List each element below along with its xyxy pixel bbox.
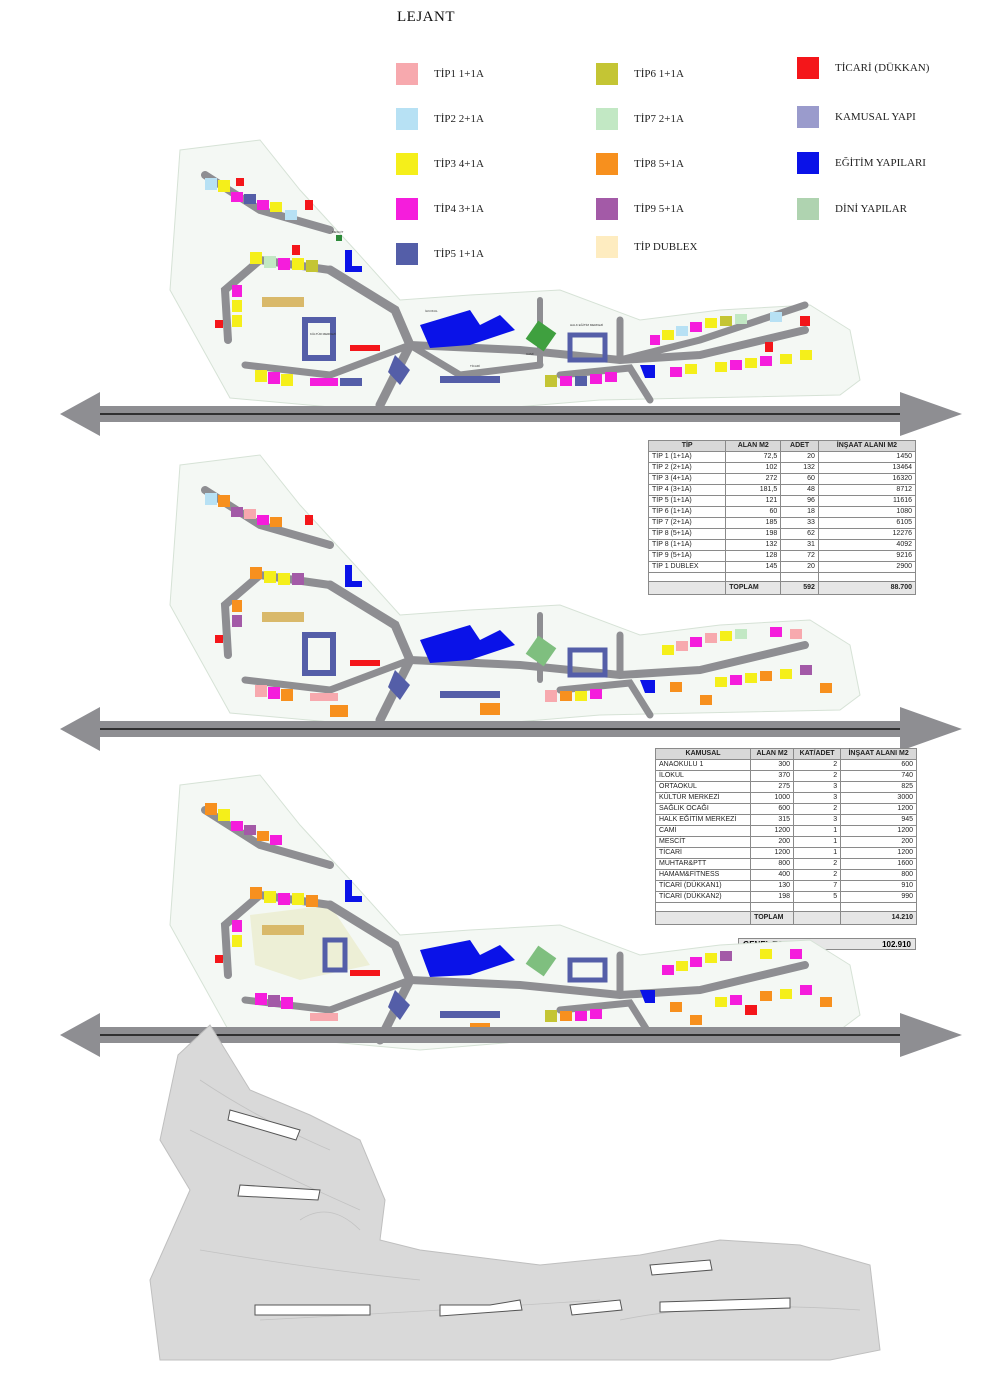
legend-item: TİP1 1+1A <box>396 63 484 85</box>
legend-item: TİP5 1+1A <box>396 243 484 265</box>
site-plan-1: MESCİT İLKOKUL KÜLTÜR MERKEZİ CAMİ HALK … <box>60 139 962 436</box>
legend-item: TİP9 5+1A <box>596 198 684 220</box>
public-buildings <box>302 235 655 385</box>
legend-label: KAMUSAL YAPI <box>835 111 916 123</box>
legend-label: EĞİTİM YAPILARI <box>835 157 926 169</box>
legend-item: KAMUSAL YAPI <box>797 106 916 128</box>
site-plan-grey <box>149 1024 881 1361</box>
legend-label: TİP3 4+1A <box>434 158 484 170</box>
public-table-total: TOPLAM 14.210 <box>654 911 917 925</box>
legend-label: TİP9 5+1A <box>634 203 684 215</box>
site-plan-3 <box>60 774 962 1057</box>
legend-label: TİP6 1+1A <box>634 68 684 80</box>
plan-label-cami: CAMİ <box>526 351 534 356</box>
legend-swatch <box>797 106 819 128</box>
plan-label-ticari: TİCARİ <box>470 363 480 368</box>
legend-item: TİP DUBLEX <box>596 236 697 258</box>
plan-label-ilkokul: İLKOKUL <box>425 308 438 313</box>
housing-table-total: TOPLAM 592 88.700 <box>647 581 917 595</box>
legend-swatch <box>596 153 618 175</box>
main-road-arrow <box>60 392 962 436</box>
legend-item: TİP2 2+1A <box>396 108 484 130</box>
legend-item: TİP8 5+1A <box>596 153 684 175</box>
legend-label: TİP5 1+1A <box>434 248 484 260</box>
legend-label: TİP7 2+1A <box>634 113 684 125</box>
site-plan-1-labels: MESCİT İLKOKUL KÜLTÜR MERKEZİ CAMİ HALK … <box>310 229 603 368</box>
plan-label-mescit: MESCİT <box>332 229 344 234</box>
plan-label-kultur: KÜLTÜR MERKEZİ <box>310 331 336 336</box>
legend-swatch <box>596 198 618 220</box>
units-row <box>205 178 812 387</box>
legend-swatch <box>396 63 418 85</box>
legend-label: TİCARİ (DÜKKAN) <box>835 62 930 74</box>
legend-swatch <box>797 152 819 174</box>
legend-swatch <box>797 198 819 220</box>
legend-item: EĞİTİM YAPILARI <box>797 152 926 174</box>
plan-label-halk: HALK EĞİTİM MERKEZİ <box>570 322 603 327</box>
legend-swatch <box>596 108 618 130</box>
legend-item: TİP4 3+1A <box>396 198 484 220</box>
legend-item: TİCARİ (DÜKKAN) <box>797 57 929 79</box>
legend-swatch <box>396 108 418 130</box>
legend-label: DİNİ YAPILAR <box>835 203 908 215</box>
legend-swatch <box>396 153 418 175</box>
legend-label: TİP2 2+1A <box>434 113 484 125</box>
legend-item: TİP3 4+1A <box>396 153 484 175</box>
legend-swatch <box>396 243 418 265</box>
legend-label: TİP1 1+1A <box>434 68 484 80</box>
legend-title: LEJANT <box>397 9 455 25</box>
site-plan-2 <box>60 454 962 751</box>
legend-label: TİP4 3+1A <box>434 203 484 215</box>
legend-item: TİP7 2+1A <box>596 108 684 130</box>
legend-swatch <box>596 236 618 258</box>
legend-swatch <box>797 57 819 79</box>
legend-item: TİP6 1+1A <box>596 63 684 85</box>
legend-item: DİNİ YAPILAR <box>797 198 907 220</box>
grand-total-value: 102.910 <box>882 939 911 949</box>
legend-label: TİP DUBLEX <box>634 241 698 253</box>
legend-swatch <box>396 198 418 220</box>
legend-label: TİP8 5+1A <box>634 158 684 170</box>
legend-swatch <box>596 63 618 85</box>
